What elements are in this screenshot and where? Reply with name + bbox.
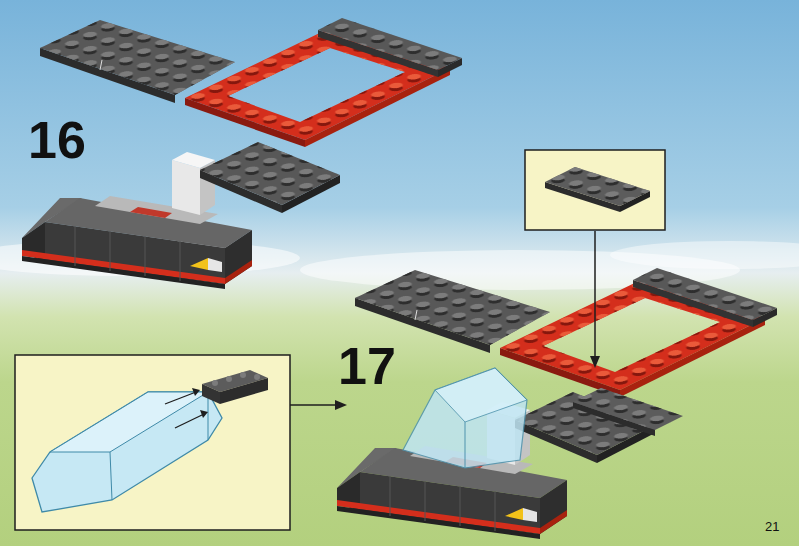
page-number: 21 [765, 520, 779, 533]
step-number: 17 [338, 340, 396, 392]
step-number: 16 [28, 114, 86, 166]
